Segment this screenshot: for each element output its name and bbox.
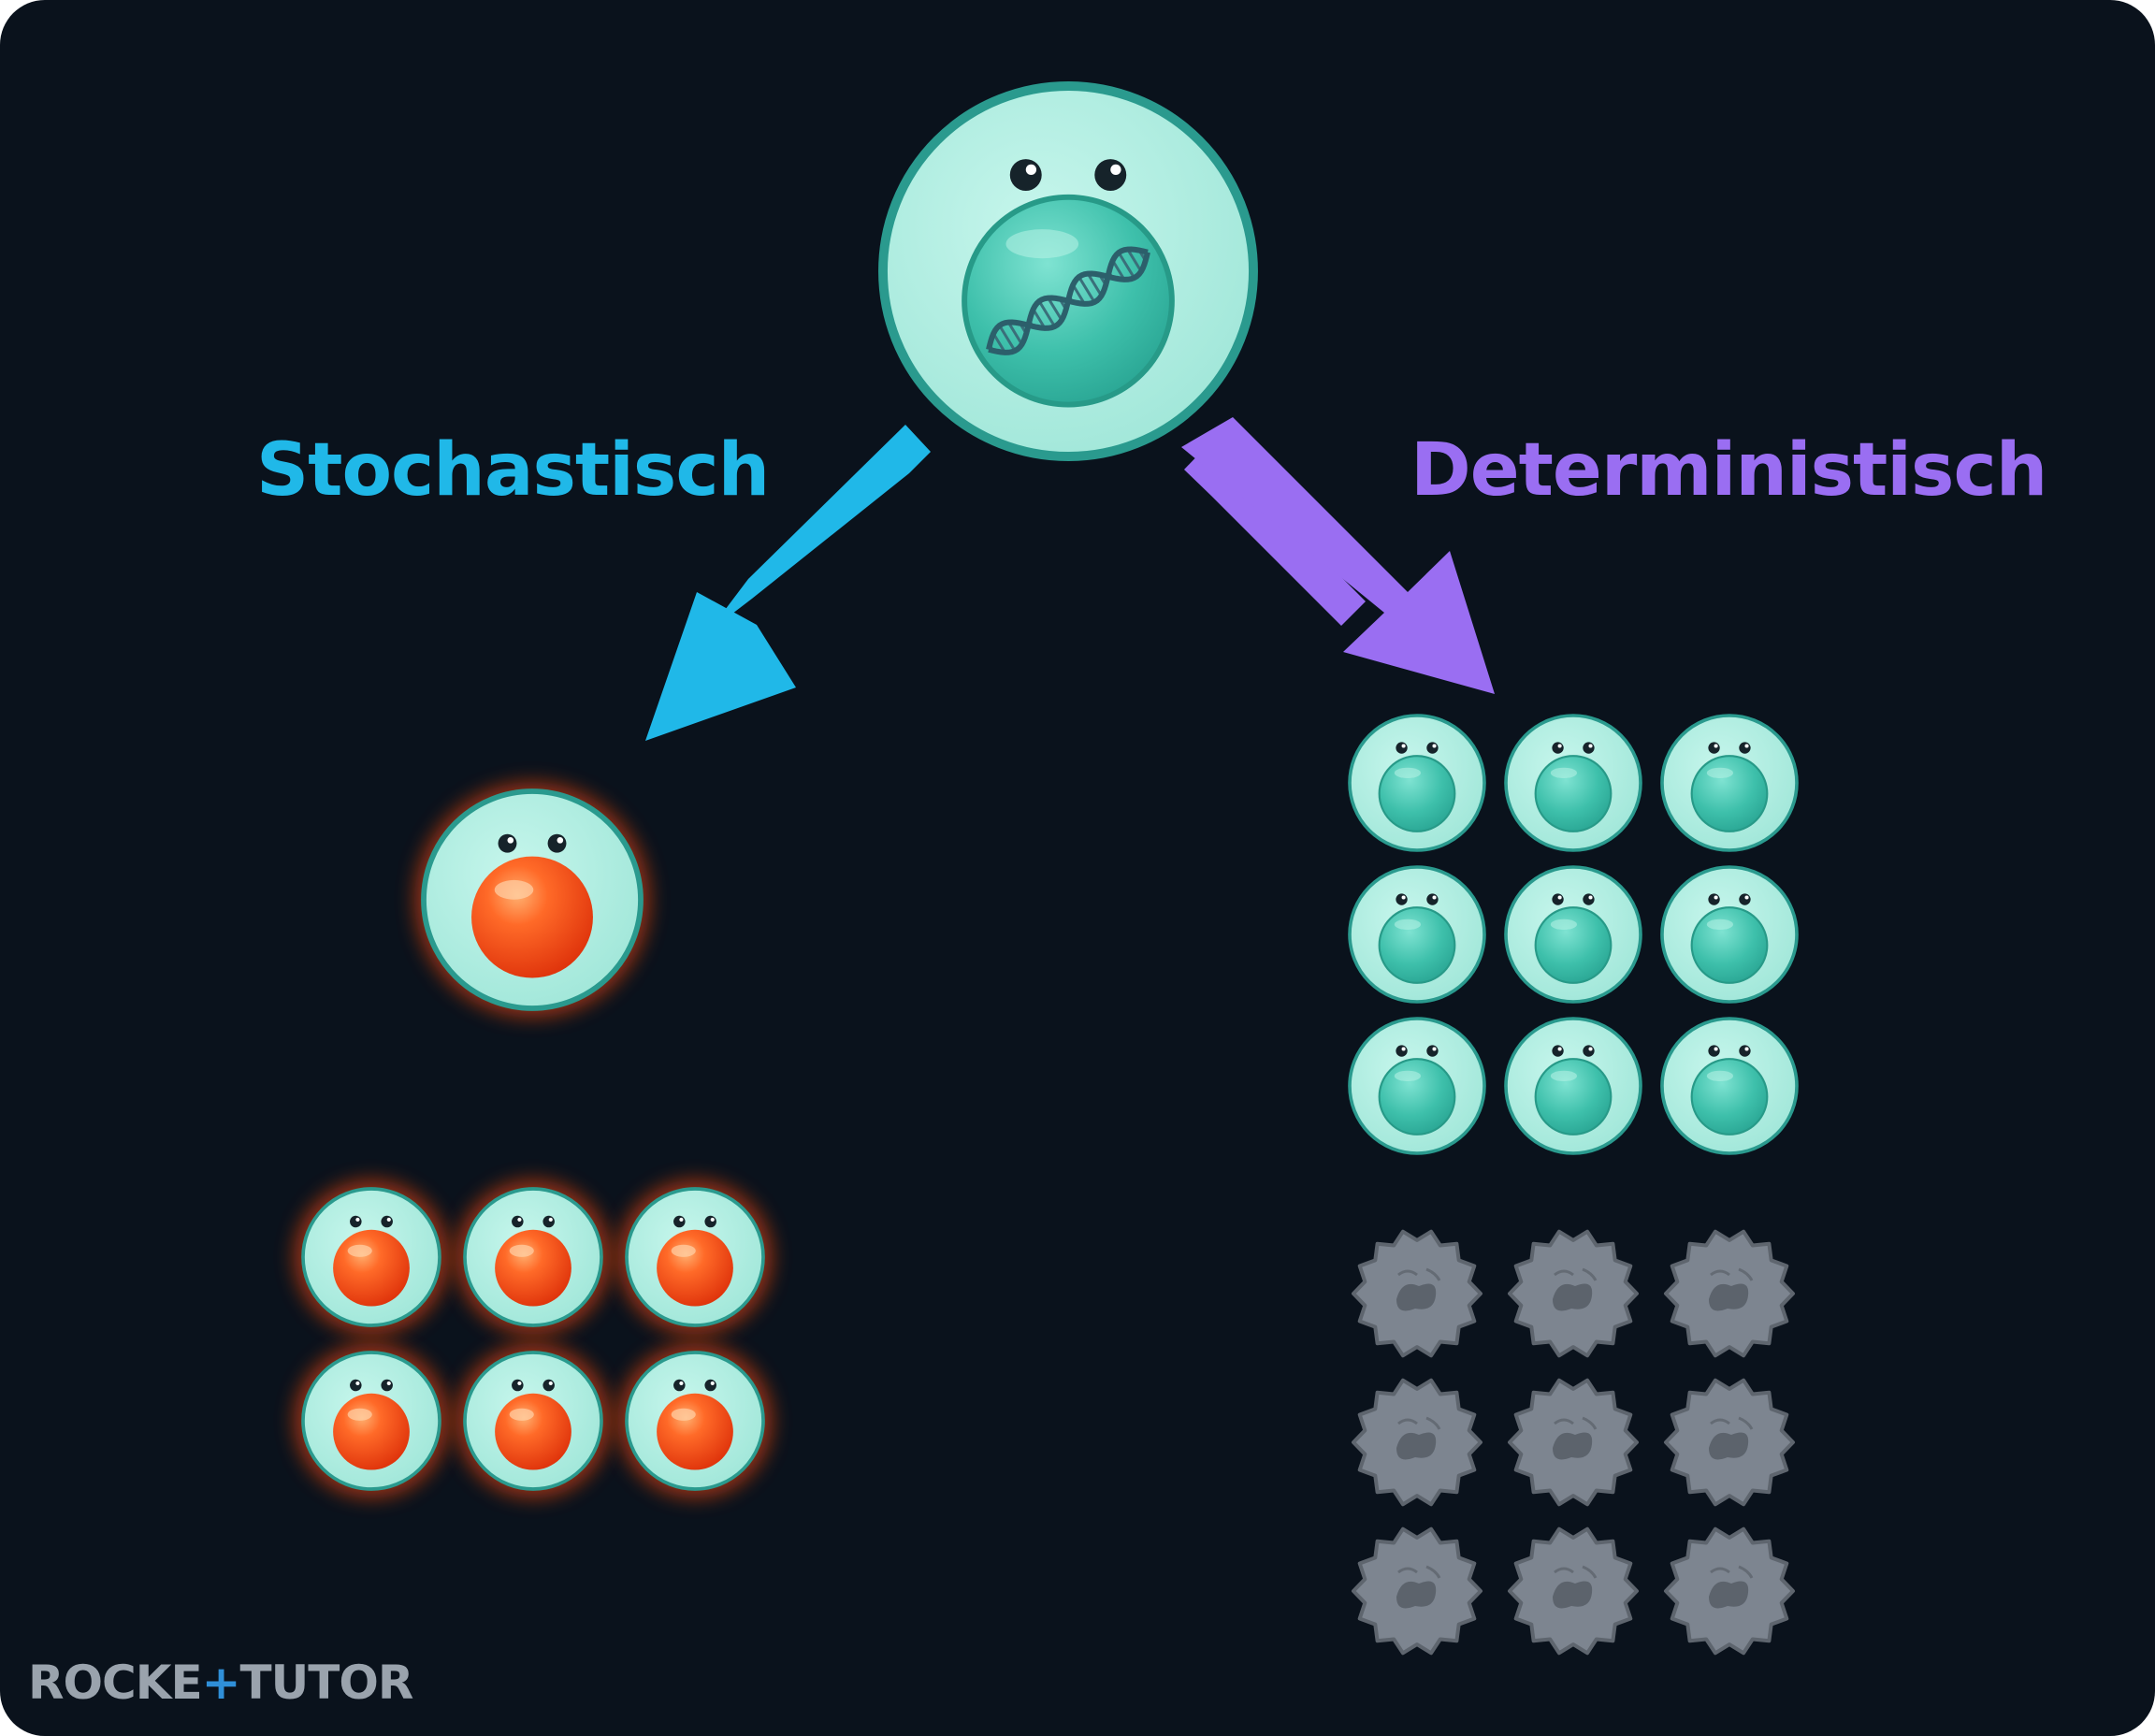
nucleus-red [495, 1229, 571, 1307]
dead-cell [1508, 1229, 1639, 1358]
brand-plus-icon: + [201, 1656, 241, 1710]
nucleus-teal [1534, 755, 1613, 832]
dead-cell [1508, 1526, 1639, 1656]
stochastic-single-cell [414, 782, 650, 1018]
stochastic-arrow [645, 425, 932, 741]
dead-cell [1664, 1378, 1795, 1507]
brand-logo: ROCKE+TUTOR [28, 1656, 414, 1710]
nucleus-red [657, 1393, 733, 1470]
deterministic-label: Deterministisch [1410, 428, 2047, 513]
nucleus-teal [1690, 1058, 1769, 1136]
stochastic-result-cell [294, 1343, 449, 1498]
brand-text-part2: TUTO [239, 1656, 379, 1710]
nucleus-teal [1690, 755, 1769, 832]
nucleus-red [333, 1229, 410, 1307]
nucleus-teal [1378, 906, 1456, 984]
dead-cell [1352, 1378, 1482, 1507]
deterministic-healthy-cell [1660, 1017, 1799, 1155]
parent-stem-cell [878, 81, 1258, 461]
brand-text-part3: R [377, 1656, 414, 1710]
dna-icon [986, 246, 1150, 355]
dead-cell [1508, 1378, 1639, 1507]
dead-cell [1352, 1229, 1482, 1358]
nucleus-teal [1690, 906, 1769, 984]
stochastic-label: Stochastisch [256, 428, 770, 513]
deterministic-healthy-cell [1348, 865, 1486, 1004]
dead-cell [1664, 1229, 1795, 1358]
deterministic-arrow [1181, 417, 1495, 694]
stochastic-result-cell [617, 1343, 773, 1498]
nucleus-teal [1378, 755, 1456, 832]
dead-cell [1352, 1526, 1482, 1656]
deterministic-healthy-cell [1660, 865, 1799, 1004]
stochastic-result-cell [294, 1179, 449, 1335]
deterministic-healthy-cell [1504, 1017, 1642, 1155]
dead-cell [1664, 1526, 1795, 1656]
stochastic-result-cell [456, 1179, 611, 1335]
nucleus-red [495, 1393, 571, 1470]
stochastic-result-cell [617, 1179, 773, 1335]
nucleus-teal [1378, 1058, 1456, 1136]
stochastic-result-cell [456, 1343, 611, 1498]
deterministic-healthy-cell [1504, 865, 1642, 1004]
deterministic-healthy-cell [1504, 714, 1642, 852]
deterministic-healthy-cell [1348, 714, 1486, 852]
deterministic-healthy-cell [1660, 714, 1799, 852]
nucleus-teal [1534, 906, 1613, 984]
nucleus-red [333, 1393, 410, 1470]
deterministic-healthy-cell [1348, 1017, 1486, 1155]
brand-text-part1: ROCKE [28, 1656, 203, 1710]
nucleus-teal [1534, 1058, 1613, 1136]
nucleus-red [471, 856, 593, 978]
nucleus-red [657, 1229, 733, 1307]
